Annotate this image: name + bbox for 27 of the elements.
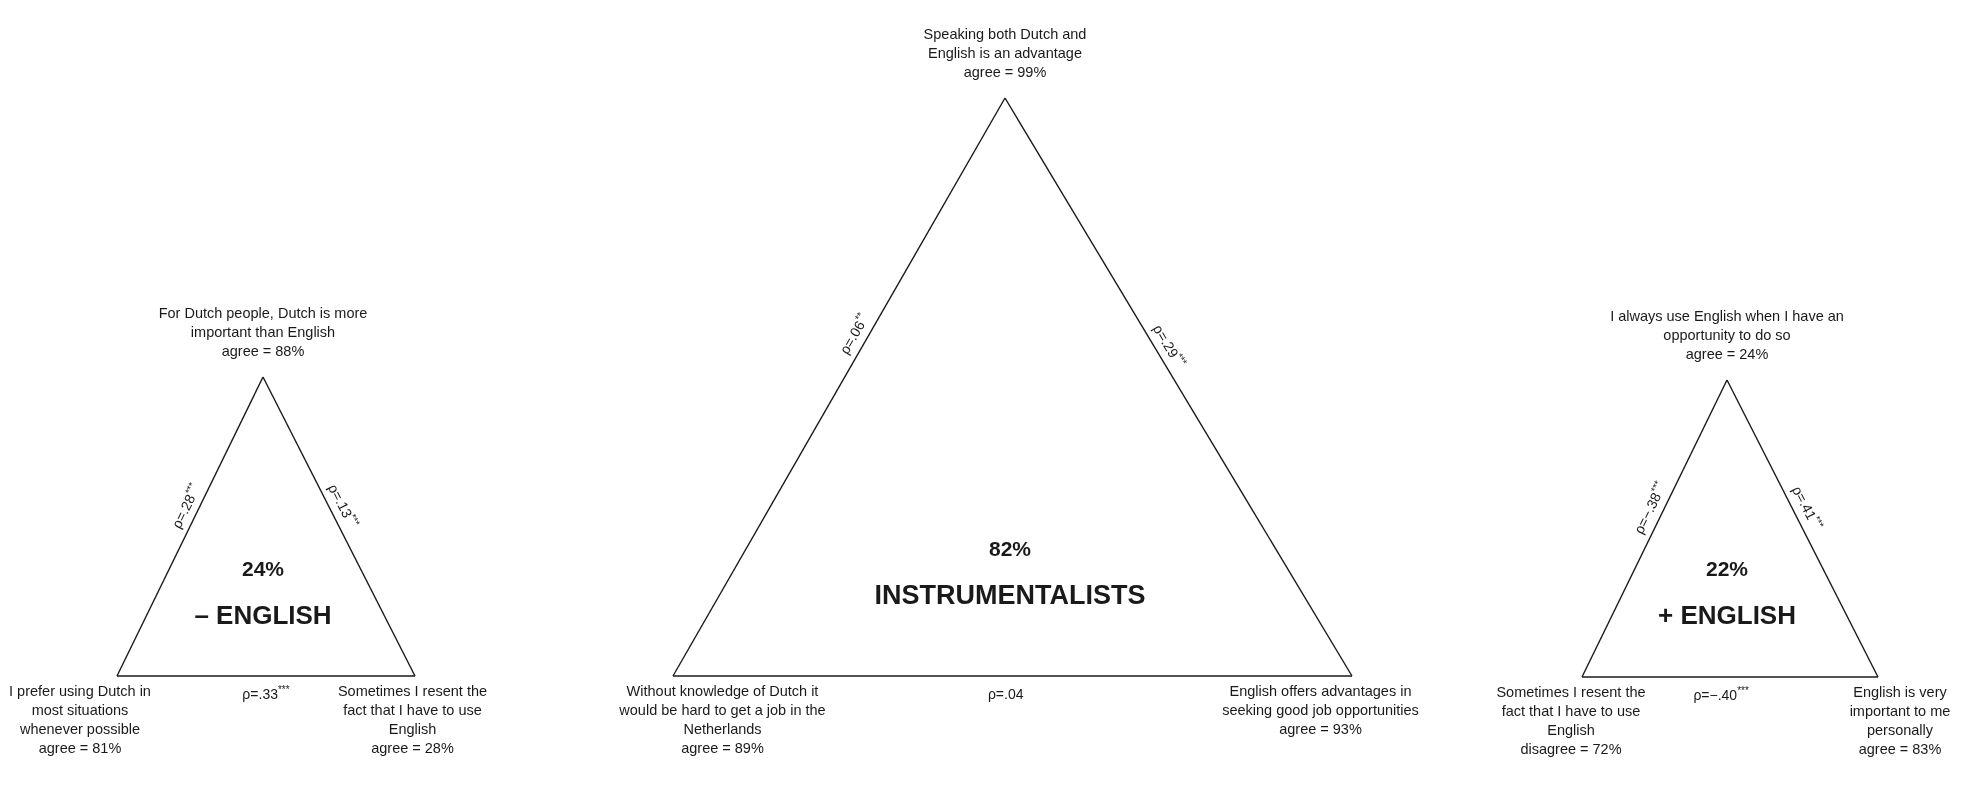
agreement-share: agree = 89%: [681, 739, 764, 758]
agreement-share: agree = 24%: [1685, 345, 1769, 364]
triangle-side-line: [1581, 676, 1879, 678]
correlation-label: ρ=.04: [985, 686, 1026, 702]
percentage-text: 22%: [1706, 555, 1748, 582]
correlation-label: ρ=.33$^{***}$: [240, 686, 292, 702]
triangle-side-line: [262, 376, 416, 677]
percentage-text: 24%: [242, 555, 284, 582]
correlation-label: ρ=−.40$^{***}$: [1691, 687, 1751, 703]
agreement-share: agree = 88%: [221, 342, 305, 361]
triangle-side-line: [1004, 97, 1353, 677]
triangle-side-line: [672, 675, 1353, 677]
triangle-side-line: [116, 376, 264, 677]
agreement-share: agree = 99%: [963, 63, 1047, 82]
triangle-side-line: [116, 675, 416, 677]
agreement-share: agree = 93%: [1279, 720, 1362, 739]
agreement-share: agree = 81%: [38, 739, 122, 758]
agreement-share: agree = 28%: [371, 739, 454, 758]
agreement-share: agree = 83%: [1858, 740, 1942, 759]
group-title: – ENGLISH: [194, 598, 332, 631]
percentage-text: 82%: [989, 535, 1031, 562]
triangle-side-line: [1581, 379, 1728, 678]
agreement-share: disagree = 72%: [1520, 740, 1622, 759]
triangle-side-line: [1726, 379, 1879, 678]
triangle-side-line: [672, 97, 1006, 677]
group-title: INSTRUMENTALISTS: [874, 578, 1146, 611]
group-title: + ENGLISH: [1658, 598, 1796, 631]
